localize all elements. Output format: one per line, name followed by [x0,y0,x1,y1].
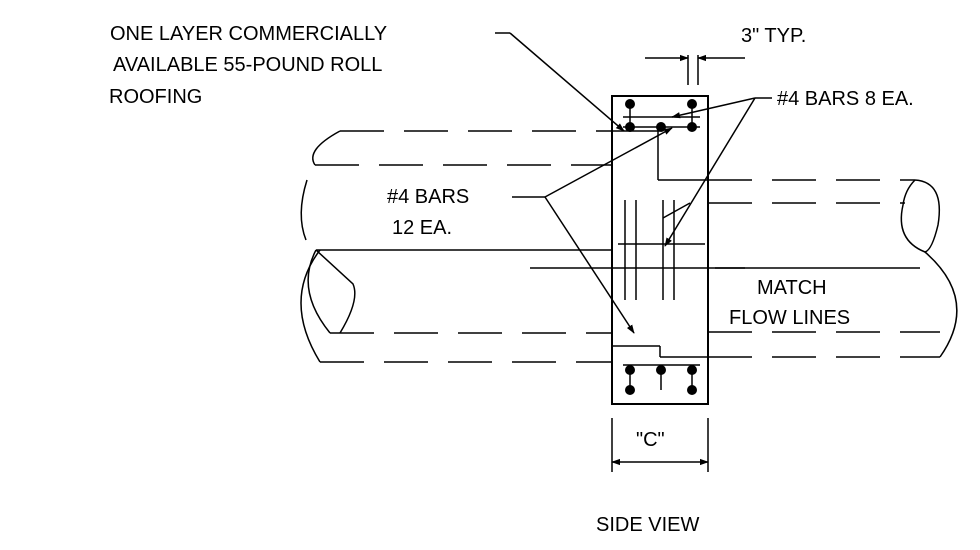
roofing-label-line1: ONE LAYER COMMERCIALLY [110,23,387,45]
bar-dot [625,122,635,132]
dimension-c-label: "C" [636,429,665,451]
leader-roofing [495,32,625,132]
bar-dot [687,385,697,395]
roofing-label-line2: AVAILABLE 55-POUND ROLL [113,54,382,76]
bar-dot [625,365,635,375]
leader-bars-top [664,97,772,247]
bottom-bars [623,364,700,395]
width-dimension [611,418,709,472]
bar-dot [625,99,635,109]
bars-top-label: #4 BARS 8 EA. [777,88,914,110]
right-pipe [708,179,958,358]
spacing-label: 3" TYP. [741,25,806,47]
view-title: SIDE VIEW [596,514,699,536]
roofing-label-line3: ROOFING [109,86,202,108]
bar-dot [656,122,666,132]
match-label-line2: FLOW LINES [729,307,850,329]
spacing-dimension [645,54,745,85]
leader-bars-side [512,127,673,334]
left-pipe [300,130,612,363]
bar-dot [687,99,697,109]
bars-side-label-line2: 12 EA. [392,217,452,239]
match-label-line1: MATCH [757,277,827,299]
top-bars [623,99,700,132]
bar-dot [656,365,666,375]
bar-dot [625,385,635,395]
bar-dot [687,365,697,375]
bar-dot [687,122,697,132]
bars-side-label-line1: #4 BARS [387,186,469,208]
concrete-collar [530,95,745,405]
